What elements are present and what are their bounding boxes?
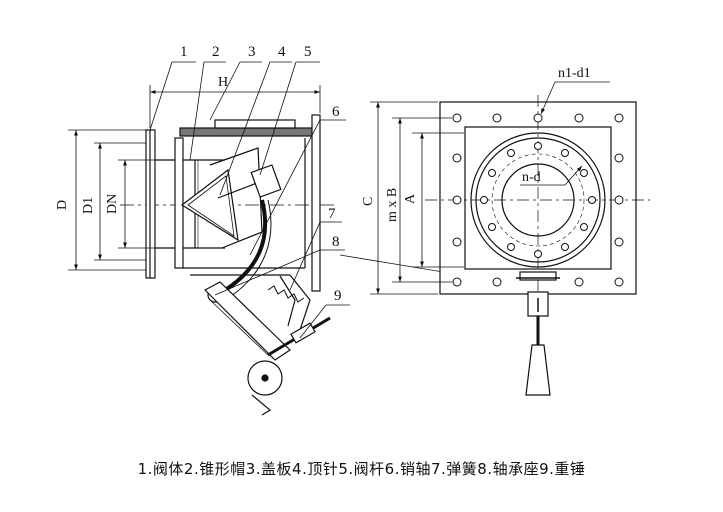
- label-n-d: n-d: [522, 170, 541, 185]
- cone-cap: [180, 168, 239, 242]
- label-n1-d1: n1-d1: [558, 66, 591, 81]
- callout-4: 4: [278, 44, 286, 60]
- callout-7: 7: [328, 206, 336, 222]
- callout-1: 1: [180, 44, 188, 60]
- right-flange: [311, 114, 321, 292]
- dim-DN: DN: [105, 194, 120, 214]
- valve-stem-block: [250, 164, 282, 198]
- outer-bolt-holes: [452, 113, 624, 287]
- dim-mxB: m x B: [385, 188, 400, 222]
- bearing-seat: [519, 271, 557, 281]
- front-view: [425, 95, 650, 396]
- spring: [267, 285, 305, 303]
- callout-8: 8: [332, 234, 340, 250]
- dim-C: C: [361, 197, 376, 206]
- callout-3: 3: [248, 44, 256, 60]
- side-dimensions: [68, 85, 321, 271]
- dim-D1: D1: [81, 197, 96, 214]
- dim-H: H: [218, 75, 228, 90]
- valve-stem-arm: [220, 199, 268, 294]
- inner-bolt-holes: [480, 142, 596, 258]
- callout-2: 2: [212, 44, 220, 60]
- legend-caption: 1.阀体2.锥形帽3.盖板4.顶针5.阀杆6.销轴7.弹簧8.轴承座9.重锤: [137, 460, 586, 478]
- callout-9: 9: [334, 288, 342, 304]
- cover-plate: [179, 127, 316, 137]
- side-view: [120, 114, 335, 416]
- callout-5: 5: [304, 44, 312, 60]
- dim-A: A: [403, 193, 418, 204]
- callout-6: 6: [332, 104, 340, 120]
- front-counterweight: [525, 344, 551, 396]
- dim-D: D: [55, 200, 70, 210]
- front-dimensions: [370, 81, 610, 295]
- round-flange: [470, 132, 606, 268]
